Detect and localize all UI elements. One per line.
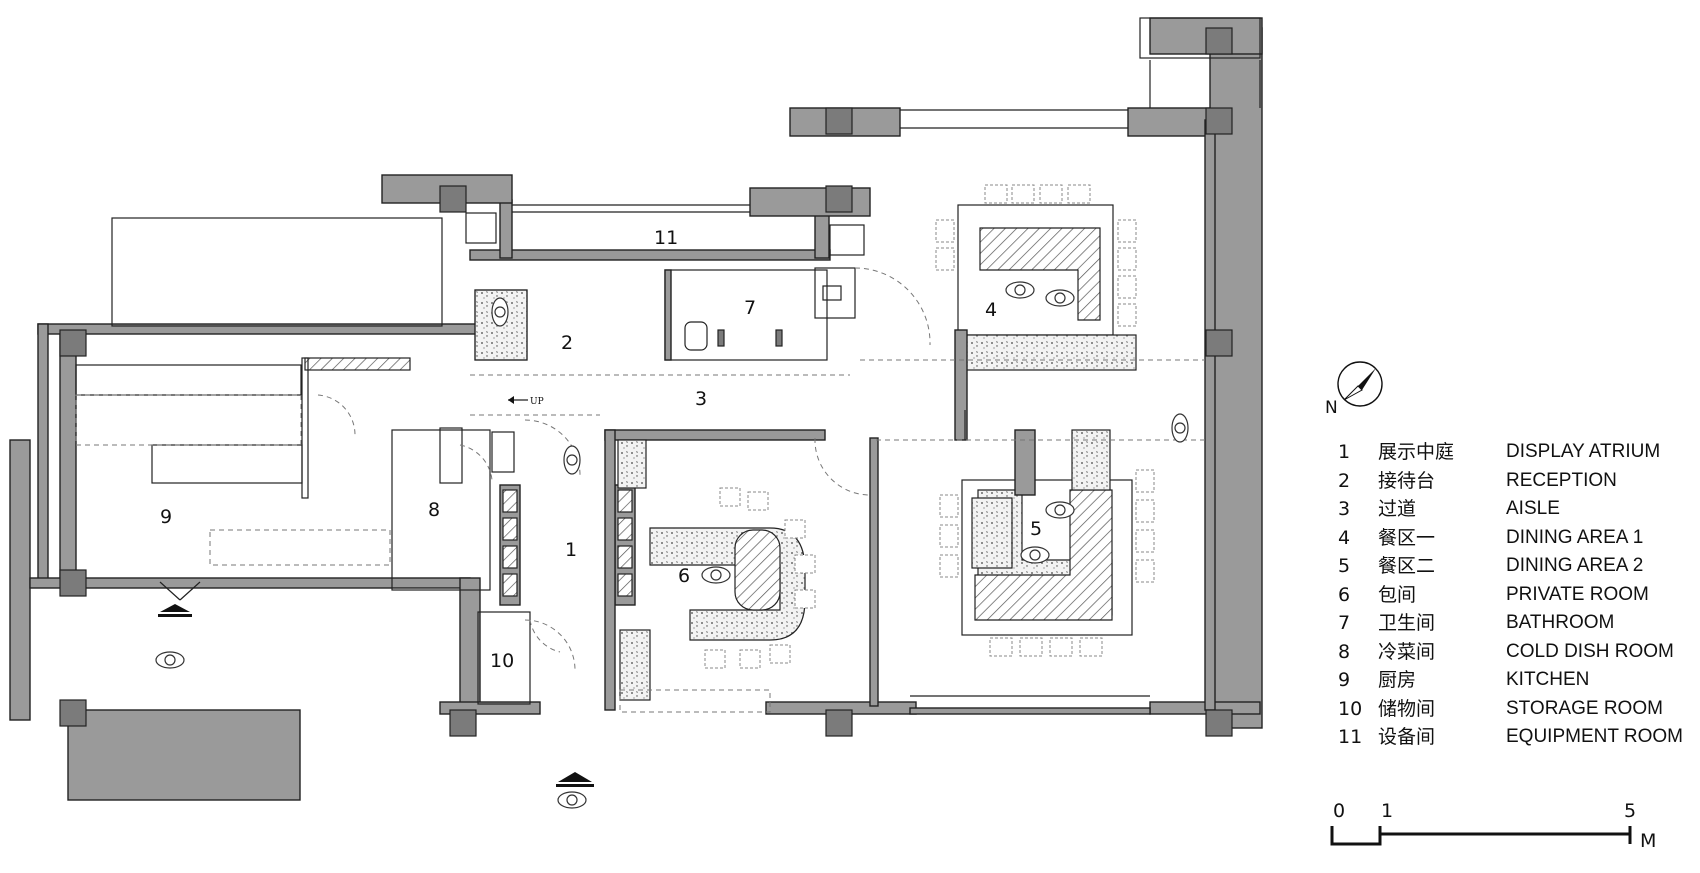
legend-number: 8 [1338, 640, 1351, 663]
room-label-8: 8 [428, 499, 440, 521]
bathroom-fixtures [664, 267, 931, 361]
columns [59, 27, 1233, 737]
legend-chinese-name: 餐区一 [1378, 526, 1436, 549]
room-label-10: 10 [490, 650, 514, 672]
legend-number: 7 [1338, 612, 1351, 634]
legend-english-name: BATHROOM [1506, 612, 1615, 633]
scale-unit: M [1640, 830, 1657, 852]
legend-chinese-name: 过道 [1378, 498, 1417, 520]
service-rooms [391, 427, 561, 705]
kitchen-fixtures [75, 357, 411, 566]
room-label-2: 2 [561, 332, 573, 354]
legend-chinese-name: 储物间 [1378, 697, 1436, 720]
room-label-1: 1 [565, 539, 577, 561]
legend-number: 5 [1338, 555, 1351, 577]
room-label-4: 4 [985, 299, 997, 321]
room-label-9: 9 [160, 506, 172, 528]
legend-english-name: COLD DISH ROOM [1506, 640, 1674, 662]
legend-chinese-name: 包间 [1378, 583, 1417, 606]
legend-chinese-name: 餐区二 [1378, 555, 1436, 577]
scale-tick-1: 1 [1381, 800, 1394, 822]
legend-number: 11 [1338, 726, 1363, 748]
legend-number: 3 [1338, 498, 1351, 520]
up-label: UP [530, 397, 544, 407]
dining-area-2-chairs [939, 469, 1155, 657]
room-label-7: 7 [744, 297, 756, 319]
circulation-lines [470, 359, 1205, 441]
legend-number: 9 [1338, 669, 1351, 691]
room-label-11: 11 [654, 227, 678, 249]
room-label-6: 6 [678, 565, 690, 587]
legend-number: 1 [1338, 441, 1351, 463]
legend-number: 10 [1338, 697, 1363, 720]
legend-english-name: DINING AREA 1 [1506, 526, 1644, 548]
legend-english-name: EQUIPMENT ROOM [1506, 726, 1683, 747]
room-label-5: 5 [1030, 518, 1042, 540]
people-figures [155, 281, 1189, 809]
floor-plan: UP 1 2 3 4 5 6 7 8 9 10 11 [9, 17, 1263, 809]
legend-english-name: AISLE [1506, 498, 1560, 519]
legend-english-name: STORAGE ROOM [1506, 697, 1663, 719]
legend-english-name: KITCHEN [1506, 669, 1590, 690]
private-room-fixtures [604, 429, 879, 713]
north-arrow [1337, 361, 1383, 407]
scale-bar [1330, 826, 1632, 846]
dining-area-2-fixtures [939, 410, 1155, 657]
exterior-wall-east [1209, 27, 1263, 729]
legend-chinese-name: 展示中庭 [1378, 441, 1455, 463]
legend-chinese-name: 接待台 [1378, 469, 1436, 492]
equipment-room [465, 212, 865, 256]
room-label-3: 3 [695, 388, 707, 410]
legend-chinese-name: 厨房 [1378, 669, 1417, 691]
legend-number: 6 [1338, 583, 1351, 606]
scale-tick-5: 5 [1624, 800, 1637, 822]
dining-area-1-fixtures [935, 184, 1137, 441]
exterior-wall-west [9, 439, 31, 721]
legend-english-name: DISPLAY ATRIUM [1506, 441, 1661, 462]
legend-number: 2 [1338, 469, 1351, 492]
scale-tick-0: 0 [1333, 800, 1346, 822]
kitchen-doors [159, 581, 201, 601]
window-frames [111, 17, 1261, 697]
legend-chinese-name: 冷菜间 [1378, 640, 1436, 663]
legend-chinese-name: 卫生间 [1378, 612, 1436, 634]
legend-english-name: PRIVATE ROOM [1506, 583, 1649, 605]
stair-up-marker: UP [508, 396, 544, 407]
entrance-arrows [158, 604, 594, 787]
north-label: N [1325, 398, 1338, 418]
legend-number: 4 [1338, 526, 1351, 549]
dining-area-1-chairs [935, 184, 1137, 327]
legend-chinese-name: 设备间 [1378, 726, 1436, 748]
legend-english-name: DINING AREA 2 [1506, 555, 1644, 576]
private-room-chairs [704, 487, 816, 669]
exterior-wall-southwest [67, 709, 301, 801]
legend-english-name: RECEPTION [1506, 469, 1617, 491]
